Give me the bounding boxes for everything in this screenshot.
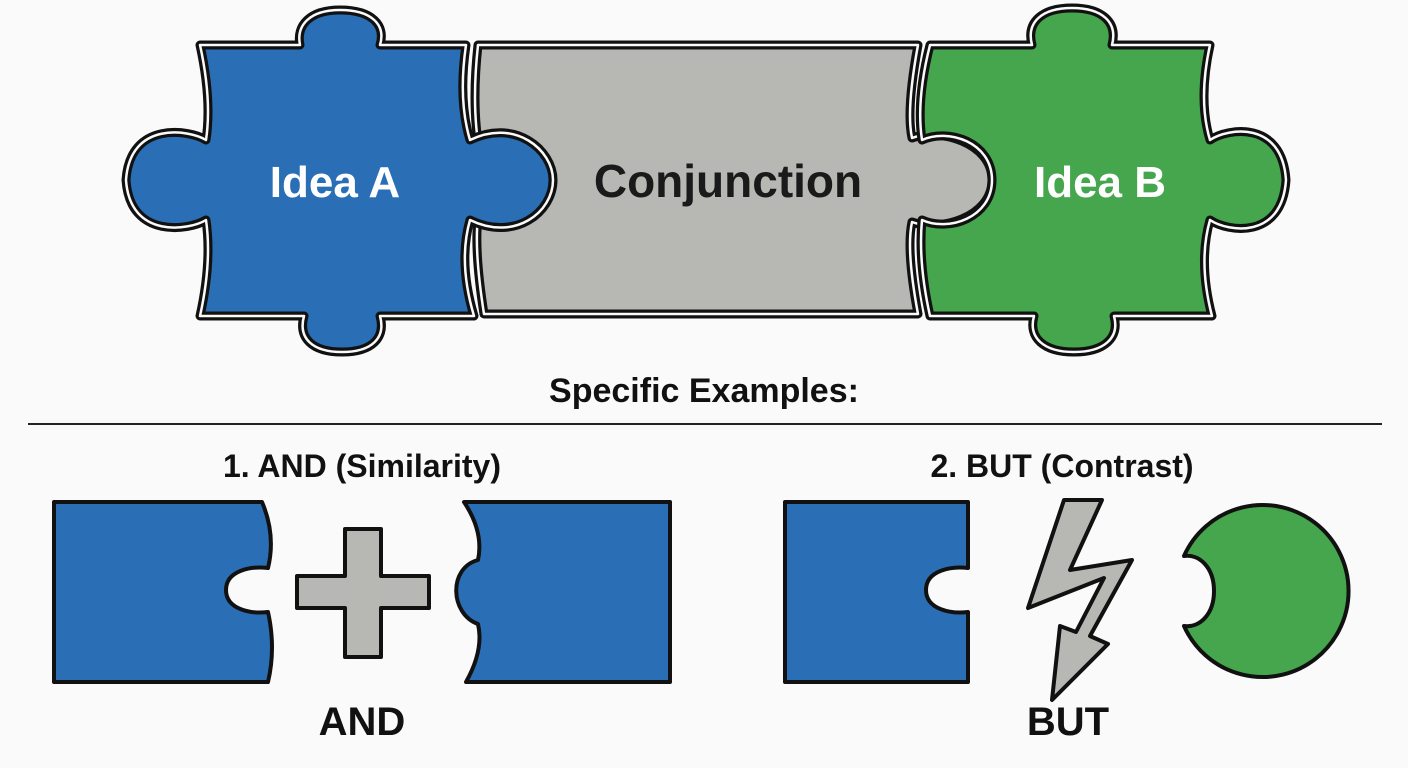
and-right-block: [454, 500, 672, 684]
idea-b-label: Idea B: [1034, 158, 1166, 207]
example-but: 2. BUT (Contrast) BUT: [783, 448, 1351, 744]
conjunction-label: Conjunction: [594, 155, 862, 207]
lightning-icon: [1026, 498, 1134, 702]
and-caption: AND: [319, 700, 406, 744]
but-left-block: [783, 500, 970, 684]
example-and: 1. AND (Similarity) AND: [52, 448, 672, 744]
example-and-title: 1. AND (Similarity): [223, 448, 501, 484]
plus-icon: [295, 527, 431, 659]
examples-heading: Specific Examples:: [549, 372, 859, 410]
but-circle-piece: [1182, 503, 1351, 679]
example-but-title: 2. BUT (Contrast): [930, 448, 1193, 484]
idea-a-label: Idea A: [270, 158, 400, 207]
and-left-block: [52, 500, 274, 684]
but-caption: BUT: [1027, 700, 1109, 744]
top-puzzle: Idea A Conjunction Idea B: [121, 3, 1291, 357]
